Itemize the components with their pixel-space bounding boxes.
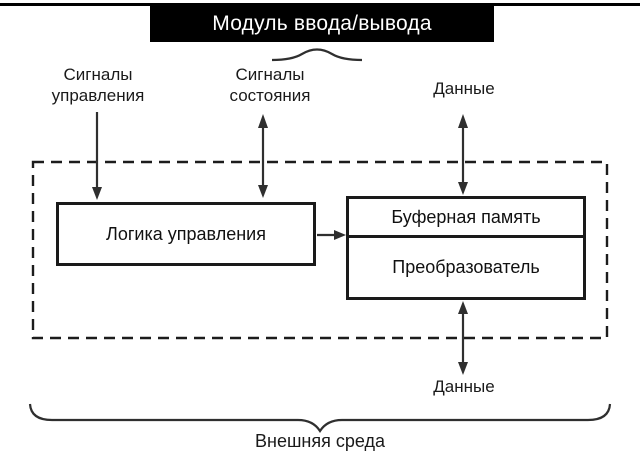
external-environment-label: Внешняя среда bbox=[255, 431, 385, 451]
control-signals-label: Сигналы управления bbox=[51, 65, 145, 105]
buffer-memory-label: Буферная память bbox=[391, 206, 541, 227]
control-logic-block: Логика управления bbox=[56, 202, 316, 266]
diagram-title-label: Модуль ввода/вывода bbox=[212, 12, 432, 35]
top-rule-line bbox=[0, 3, 640, 6]
data-top-label: Данные bbox=[433, 79, 495, 98]
logic-to-buffer-arrow bbox=[317, 230, 346, 240]
data-bottom-arrow bbox=[458, 301, 468, 375]
buffer-converter-block: Буферная память Преобразователь bbox=[346, 196, 586, 300]
control-signals-arrow bbox=[92, 112, 102, 200]
diagram-title: Модуль ввода/вывода bbox=[150, 6, 494, 42]
title-brace bbox=[272, 50, 362, 61]
data-bottom-label: Данные bbox=[433, 377, 495, 396]
converter-cell: Преобразователь bbox=[349, 238, 583, 297]
data-top-arrow bbox=[458, 114, 468, 195]
external-environment-brace bbox=[30, 404, 610, 431]
control-logic-label: Логика управления bbox=[106, 223, 266, 244]
buffer-memory-cell: Буферная память bbox=[349, 199, 583, 238]
converter-label: Преобразователь bbox=[392, 257, 540, 277]
status-signals-label: Сигналы состояния bbox=[229, 65, 311, 105]
status-signals-arrow bbox=[258, 114, 268, 198]
